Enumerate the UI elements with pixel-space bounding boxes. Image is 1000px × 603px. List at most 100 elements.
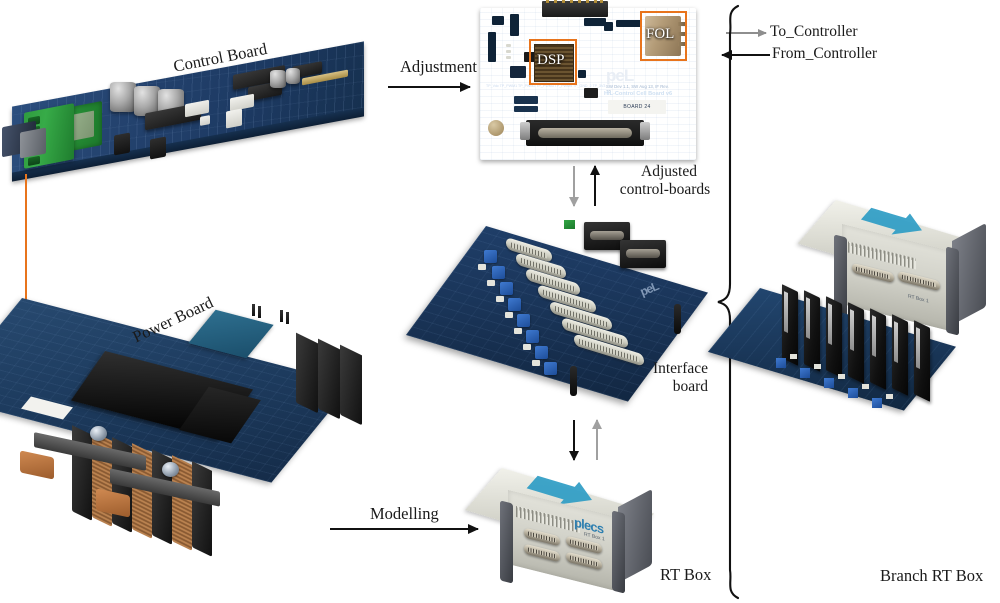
pin-header <box>542 0 608 17</box>
trim-pot[interactable] <box>824 378 834 388</box>
control-board-photo <box>2 41 374 188</box>
white-header <box>487 280 495 286</box>
white-header <box>886 394 893 399</box>
copper-lug <box>20 450 54 480</box>
header-pin <box>252 304 255 316</box>
potentiometer <box>114 132 130 156</box>
trim-pot[interactable] <box>484 250 497 263</box>
grouping-brace <box>717 4 740 600</box>
smd-part <box>584 88 598 98</box>
mounted-control-board <box>870 308 886 390</box>
smd-part <box>604 22 613 31</box>
smd-part <box>488 32 496 62</box>
interface-board-label-line2: board <box>672 378 708 395</box>
fol-highlight-box <box>640 11 687 61</box>
pel-logo: peL <box>606 66 634 85</box>
from-controller-label: From_Controller <box>772 45 878 62</box>
branch-rt-box-label: Branch RT Box <box>880 566 984 585</box>
standoff-leg <box>674 304 681 334</box>
fiber-optic-link-connector <box>645 16 687 56</box>
white-connector <box>226 108 242 129</box>
rt-box-photo: plecs RT Box 1 <box>465 462 688 594</box>
green-terminal <box>564 220 575 229</box>
modelling-label: Modelling <box>370 504 439 523</box>
trim-pot[interactable] <box>544 362 557 375</box>
black-connector <box>620 240 666 268</box>
adjusted-boards-label-line2: control-boards <box>619 181 711 198</box>
dsp-chip <box>534 44 574 82</box>
heatsink-fin <box>296 332 318 414</box>
rtbox-to-interface-grey-arrow <box>596 420 598 460</box>
white-header <box>478 264 486 270</box>
bolt <box>162 462 179 477</box>
mounted-control-board <box>892 314 908 396</box>
from-controller-arrow <box>722 54 770 56</box>
rt-box-corner-rail <box>946 246 959 336</box>
mounted-control-board <box>848 302 864 384</box>
white-header <box>838 374 845 379</box>
smd-part <box>616 20 642 27</box>
white-header <box>523 344 531 350</box>
heatsink-fin <box>72 425 92 521</box>
dsp-reset-button[interactable] <box>488 120 504 136</box>
trim-pot[interactable] <box>872 398 882 408</box>
control-to-power-orange-arrow <box>25 174 28 390</box>
heatsink-fin <box>318 338 340 420</box>
adjusted-control-board-photo: TP_Vdc TP_PWM1 TP_PWM2 TP_PWM3 TP_PWM4 T… <box>480 0 696 160</box>
trim-pot[interactable] <box>500 282 513 295</box>
smd-part <box>514 96 538 104</box>
to-controller-label: To_Controller <box>770 23 858 40</box>
usb-jack <box>20 127 46 159</box>
power-board-photo <box>0 268 390 598</box>
trim-pot[interactable] <box>535 346 548 359</box>
led <box>506 50 511 53</box>
mounted-control-board <box>804 290 820 372</box>
interface-to-rtbox-black-arrow <box>573 420 575 460</box>
white-header <box>505 312 513 318</box>
mounted-control-board <box>826 296 842 378</box>
interface-board-photo: peL <box>405 208 720 402</box>
capacitor <box>286 68 300 84</box>
bolt <box>90 426 107 441</box>
trim-pot[interactable] <box>508 298 521 311</box>
rt-box-corner-rail <box>612 510 625 594</box>
smd-part <box>578 70 586 78</box>
trim-pot[interactable] <box>517 314 530 327</box>
trim-pot[interactable] <box>776 358 786 368</box>
dsp-highlight-box <box>529 39 577 85</box>
mounted-control-board <box>914 320 930 402</box>
smd-part <box>510 14 519 36</box>
interface-to-board-black-arrow <box>594 166 596 206</box>
board-number-label: BOARD 24 <box>608 100 666 114</box>
potentiometer <box>150 136 166 160</box>
smd-part <box>584 18 606 26</box>
branch-rt-box-photo: RT Box 1 <box>707 192 998 444</box>
smd-part <box>524 52 538 62</box>
smd-part <box>510 66 526 78</box>
adjusted-boards-label-line1: Adjusted <box>641 163 697 180</box>
trim-pot[interactable] <box>526 330 539 343</box>
header-pin <box>286 312 289 324</box>
board-to-interface-grey-arrow <box>573 166 575 206</box>
revision-silkscreen: SW Dev 1.1, SW Aug 13, IF Rev. 10 <box>606 84 669 94</box>
trim-pot[interactable] <box>848 388 858 398</box>
header-pin <box>258 306 261 318</box>
header-pin <box>280 310 283 322</box>
dsub-connector <box>526 120 644 146</box>
dsub-screw <box>520 122 530 140</box>
trim-pot[interactable] <box>492 266 505 279</box>
dsub-screw <box>640 122 650 140</box>
adjustment-arrow <box>388 86 470 88</box>
capacitor <box>110 82 136 112</box>
white-header <box>862 384 869 389</box>
white-header <box>814 364 821 369</box>
to-controller-arrow <box>726 32 766 34</box>
capacitor <box>270 70 286 88</box>
trim-pot[interactable] <box>800 368 810 378</box>
rt-box-label: RT Box <box>660 565 712 584</box>
heatsink-fin <box>340 344 362 426</box>
rt-box-corner-rail <box>500 500 513 584</box>
white-header <box>532 360 540 366</box>
modelling-arrow <box>330 528 478 530</box>
